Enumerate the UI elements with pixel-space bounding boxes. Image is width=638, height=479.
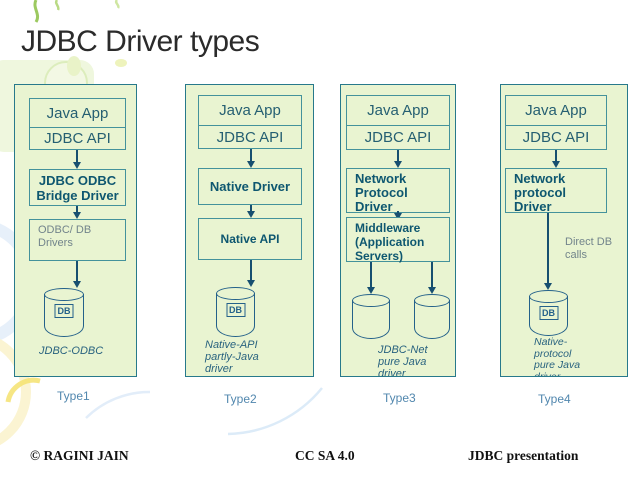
java-app-label: Java App [30, 99, 125, 128]
type1-label: Type1 [57, 389, 90, 403]
footer-copyright: © RAGINI JAIN [30, 448, 129, 463]
java-app-jdbc-api-box: Java App JDBC API [198, 95, 302, 149]
java-app-label: Java App [199, 96, 301, 126]
network-protocol-driver-box: Network Protocol Driver [346, 168, 450, 214]
jdbc-api-label: JDBC API [44, 130, 111, 147]
jdbc-api-label: JDBC API [522, 129, 590, 146]
arrow-down-icon [393, 211, 403, 220]
arrow-down-icon [366, 262, 376, 294]
driver-caption: JDBC-Net pure Java driver [378, 344, 428, 377]
arrow-down-icon [72, 150, 82, 169]
type4-panel: Java App JDBC API Network protocol Drive… [500, 84, 628, 377]
arrow-down-icon [427, 262, 437, 294]
type2-label: Type2 [224, 392, 257, 406]
arrow-down-icon [72, 261, 82, 288]
type3-panel: Java App JDBC API Network Protocol Drive… [340, 84, 456, 377]
type2-panel: Java App JDBC API Native Driver Native A… [185, 84, 314, 377]
database-cylinder-icon [414, 294, 450, 339]
java-app-label: Java App [506, 96, 606, 126]
driver-caption: JDBC-ODBC [39, 345, 104, 357]
arrow-down-icon [246, 260, 256, 287]
native-api-box: Native API [198, 218, 302, 260]
footer-license: CC SA 4.0 [295, 448, 355, 463]
database-cylinder-icon: DB [216, 287, 255, 337]
native-driver-box: Native Driver [198, 168, 302, 205]
db-label: DB [226, 303, 245, 317]
type4-label: Type4 [538, 392, 571, 406]
direct-db-calls-note: Direct DB calls [565, 236, 613, 261]
jdbc-odbc-bridge-driver-box: JDBC ODBC Bridge Driver [29, 169, 126, 206]
odbc-db-drivers-box: ODBC/ DB Drivers [29, 219, 126, 261]
driver-caption: Native- protocol pure Java driver [534, 336, 581, 377]
arrow-down-icon [246, 149, 256, 168]
database-cylinder-icon [352, 294, 390, 339]
arrow-down-icon [72, 206, 82, 219]
arrow-down-icon [543, 213, 553, 290]
java-app-jdbc-api-box: Java App JDBC API [346, 95, 450, 150]
db-label: DB [539, 306, 558, 320]
network-protocol-driver-box: Network protocol Driver [505, 168, 607, 214]
java-app-jdbc-api-box: Java App JDBC API [29, 98, 126, 150]
type3-label: Type3 [383, 391, 416, 405]
java-app-label: Java App [347, 96, 449, 126]
arrow-down-icon [246, 205, 256, 218]
page-title: JDBC Driver types [21, 25, 260, 58]
footer-presentation-title: JDBC presentation [468, 448, 579, 463]
db-label: DB [54, 304, 74, 318]
database-cylinder-icon: DB [44, 288, 84, 337]
database-cylinder-icon: DB [529, 290, 568, 336]
jdbc-api-label: JDBC API [216, 128, 284, 146]
middleware-box: Middleware (Application Servers) [346, 217, 450, 263]
type1-panel: Java App JDBC API JDBC ODBC Bridge Drive… [14, 84, 137, 377]
jdbc-api-label: JDBC API [364, 129, 432, 146]
arrow-down-icon [393, 150, 403, 168]
driver-caption: Native-API partly-Java driver [205, 339, 259, 375]
arrow-down-icon [551, 150, 561, 168]
java-app-jdbc-api-box: Java App JDBC API [505, 95, 607, 150]
